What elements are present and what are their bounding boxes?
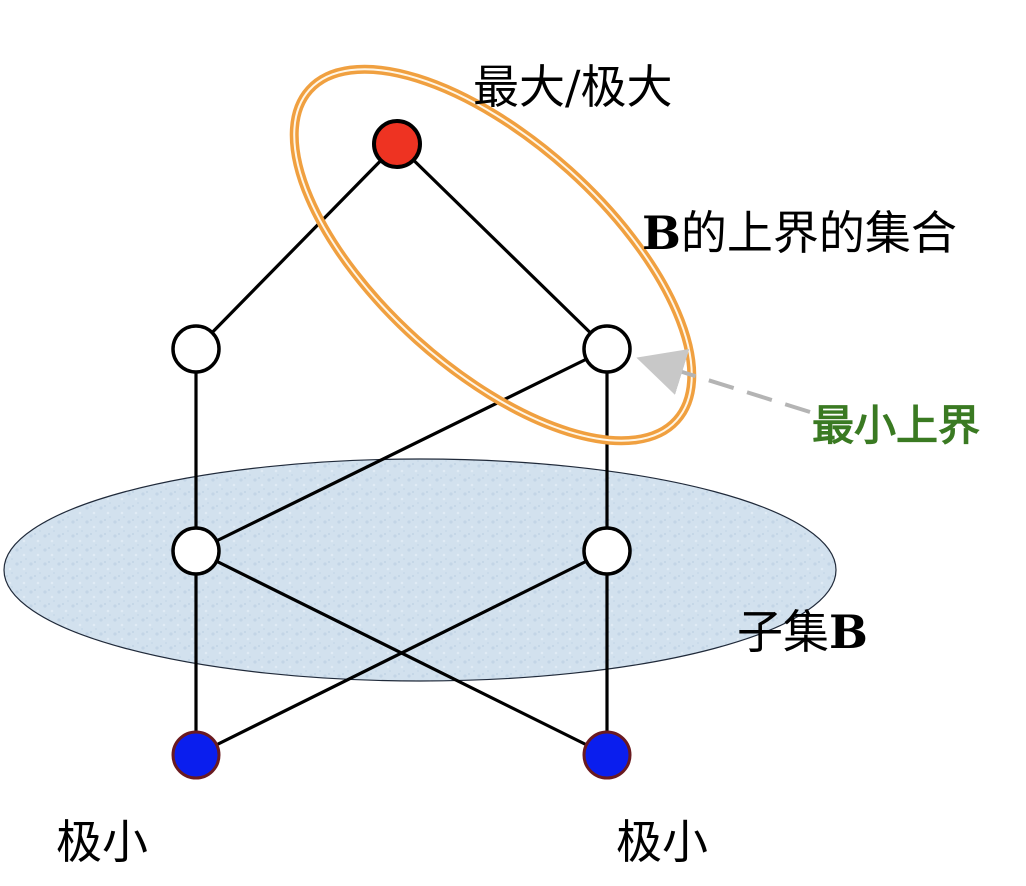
edge-top-left [194,142,399,351]
node-bottom-left [171,730,221,780]
label-upper-bound-set: B的上界的集合 [642,206,957,260]
node-mid-right [582,526,632,576]
subset-b-ellipse [3,458,837,682]
node-upper-left [171,324,221,374]
label-subset-b: 子集B [737,605,868,659]
edge-top-right [395,142,609,351]
node-mid-left [171,526,221,576]
label-least-upper-bound: 最小上界 [812,401,980,450]
label-minimal-right: 极小 [616,815,708,869]
label-minimal-left: 极小 [56,815,148,869]
edge-right-mid-left-bottom [194,549,609,757]
edge-right-upper-left-mid [194,347,609,553]
upper-bound-set-ring [289,64,697,446]
node-upper-right [582,324,632,374]
least-upper-bound-pointer [636,349,811,414]
node-bottom-right [582,730,632,780]
node-top [372,119,422,169]
label-maximum: 最大/极大 [473,60,673,114]
